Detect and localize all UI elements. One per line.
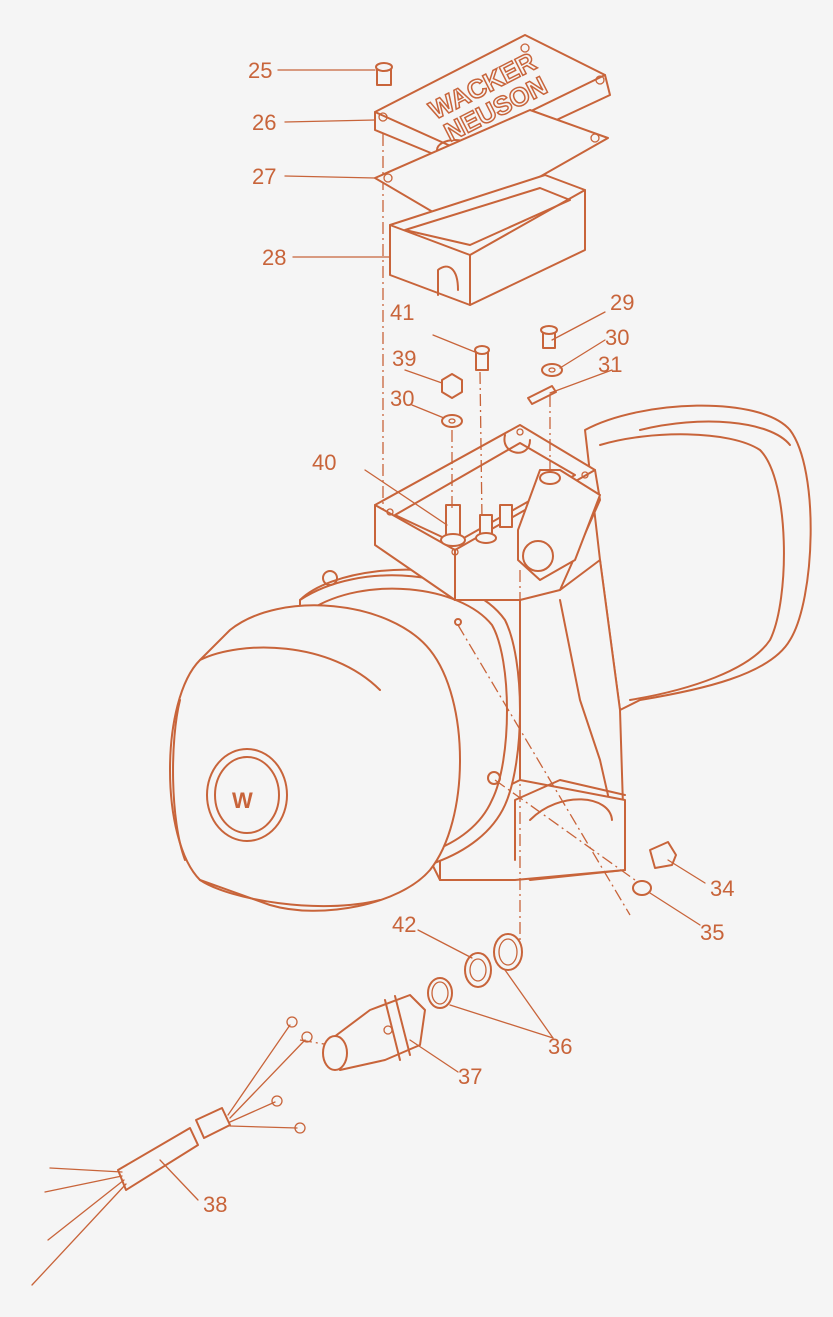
terminal-box-base	[374, 424, 601, 601]
callout-30-left: 30	[390, 386, 414, 411]
leader-lines	[159, 69, 706, 1201]
callout-40: 40	[312, 450, 336, 475]
callout-28: 28	[262, 245, 286, 270]
callout-36: 36	[548, 1034, 572, 1059]
callout-41: 41	[390, 300, 414, 325]
callout-42: 42	[392, 912, 416, 937]
callout-34: 34	[710, 876, 734, 901]
cable	[31, 1016, 313, 1286]
callout-39: 39	[392, 346, 416, 371]
callout-29: 29	[610, 290, 634, 315]
callout-25: 25	[248, 58, 272, 83]
callout-31: 31	[598, 352, 622, 377]
callout-labels: 25 26 27 28 29 30 31 41 39 30 40 34 35 4…	[203, 58, 734, 1217]
badge-letter: W	[232, 788, 253, 813]
callout-35: 35	[700, 920, 724, 945]
callout-37: 37	[458, 1064, 482, 1089]
terminal-box-cover	[389, 174, 586, 306]
vibrator-housing: W	[169, 404, 812, 912]
brand-badge: W	[206, 748, 288, 842]
callout-26: 26	[252, 110, 276, 135]
cable-gland	[322, 933, 523, 1071]
callout-38: 38	[203, 1192, 227, 1217]
callout-27: 27	[252, 164, 276, 189]
callout-30-right: 30	[605, 325, 629, 350]
